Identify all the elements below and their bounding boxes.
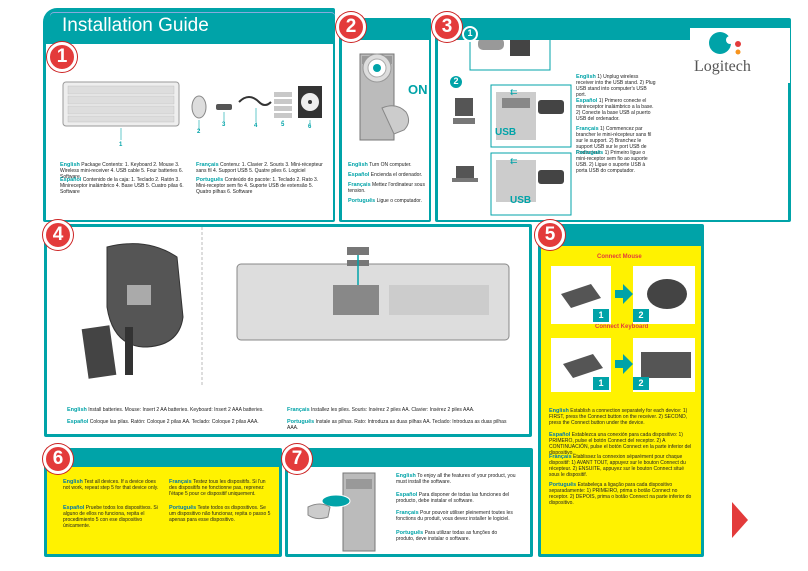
step2-english: English Turn ON computer. [348,162,412,168]
step1-francais: Français Contenu: 1. Clavier 2. Souris 3… [196,162,323,174]
panel-step2: ON English Turn ON computer. Español Enc… [342,40,429,220]
step7-illustration [307,472,376,552]
callout-2: 2 [197,129,201,135]
batteries-illustration [274,92,292,97]
step1-portugues: Português Conteúdo do pacote: 1. Teclado… [196,177,319,195]
step2-francais: Français Mettez l'ordinateur sous tensio… [348,182,425,194]
step3-francais: Français 1) Commencez par brancher le mi… [576,126,652,156]
step6-english: English Test all devices. If a device do… [63,479,159,491]
panel-step5: Connect Mouse Connect Keyboard 1 2 1 2 E… [541,246,701,554]
step4-portugues: Português Instale as pilhas. Rato: Intro… [287,419,507,431]
callout-1: 1 [119,142,123,148]
step4-espanol: Español Coloque las pilas. Ratón: Coloqu… [67,419,259,425]
step5-francais: Français Établissez la connexion séparém… [549,454,686,478]
step7-espanol: Español Para disponer de todas las funci… [396,492,510,504]
step4-francais: Français Installez les piles. Souris: In… [287,407,475,413]
step3-english: English 1) Unplug wireless receiver into… [576,74,656,98]
step5-english: English Establish a connection separatel… [549,408,688,426]
connect-keyboard-heading: Connect Keyboard [595,324,649,330]
panel-step7: English To enjoy all the features of you… [288,467,530,554]
connect-mouse-heading: Connect Mouse [597,254,642,260]
panel-step6: English Test all devices. If a device do… [47,467,279,554]
badge-mouse-1: 1 [593,309,609,322]
step1-illustration [62,81,322,140]
step5-portugues: Português Estabeleça a ligação para cada… [549,482,692,506]
next-page-arrow-icon[interactable] [730,500,750,540]
badge-keyboard-1: 1 [593,377,609,390]
step-7-badge: 7 [282,444,312,474]
substep-2-badge: 2 [448,74,464,90]
panel-step4: English Install batteries. Mouse: Insert… [47,227,529,434]
panel-step1: 1 2 3 4 5 6 English Package Contents: 1.… [46,44,333,220]
desktop-pc-illustration [455,98,473,116]
mouse-batteries-illustration [127,285,151,305]
step1-english: English Package Contents: 1. Keyboard 2.… [60,162,184,180]
callout-3: 3 [222,122,226,128]
step3-illustration: ⇇ ⇇ [452,40,572,216]
step1-espanol: Español Contenido de la caja: 1. Teclado… [60,177,184,195]
usb-label-1: USB [495,127,517,138]
arrow-right-icon [615,284,633,304]
receiver-illustration [216,104,232,110]
callout-6: 6 [308,124,312,130]
step6-portugues: Português Teste todos os dispositivos. S… [169,505,271,523]
usb-icon-2: ⇇ [510,157,518,167]
step3-espanol: Español 1) Primero conecte el minirecept… [576,98,654,122]
step-2-badge: 2 [336,12,366,42]
panel-step3: ⇇ ⇇ USB USB English 1) Unplug wireless r… [438,40,788,220]
step5-illustration [551,266,695,392]
laptop-illustration [456,166,474,178]
usb-stand-illustration [478,40,504,50]
receiver-illustration [510,40,530,56]
step7-portugues: Português Para utilizar todas as funções… [396,530,498,542]
callout-4: 4 [254,123,258,129]
step7-francais: Français Pour pouvoir utiliser pleinemen… [396,510,513,522]
usb-icon-1: ⇇ [510,88,518,98]
step-3-badge: 3 [432,12,462,42]
mouse-illustration [191,95,207,119]
step2-illustration [359,53,410,141]
step7-english: English To enjoy all the features of you… [396,473,516,485]
logitech-logo: Logitech [690,28,790,83]
badge-mouse-2: 2 [633,309,649,322]
step6-espanol: Español Pruebe todos los dispositivos. S… [63,505,158,529]
on-label: ON [408,82,428,97]
step-1-badge: 1 [47,42,77,72]
step5-espanol: Español Establezca una conexión para cad… [549,432,692,456]
step3-portugues: Português 1) Primeiro ligue o mini-recep… [576,150,648,174]
arrow-right-icon-2 [615,354,633,374]
step-6-badge: 6 [43,444,73,474]
page-title: Installation Guide [50,12,335,40]
step6-francais: Français Testez tous les dispositifs. Si… [169,479,266,497]
software-cd-icon [321,494,351,508]
step-5-badge: 5 [535,220,565,250]
substep-1-badge: 1 [462,26,478,42]
brand-name: Logitech [694,58,751,75]
badge-keyboard-2: 2 [633,377,649,390]
usb-cable-illustration [238,96,272,106]
step4-english: English Install batteries. Mouse: Insert… [67,407,264,413]
step4-illustration [81,227,510,387]
step2-portugues: Português Ligue o computador. [348,198,422,204]
logitech-logo-mark [709,32,741,55]
step-4-badge: 4 [43,220,73,250]
usb-label-2: USB [510,195,532,206]
callout-5: 5 [281,122,285,128]
hand-illustration [381,105,410,135]
power-icon [373,64,381,72]
step2-espanol: Español Encienda el ordenador. [348,172,423,178]
